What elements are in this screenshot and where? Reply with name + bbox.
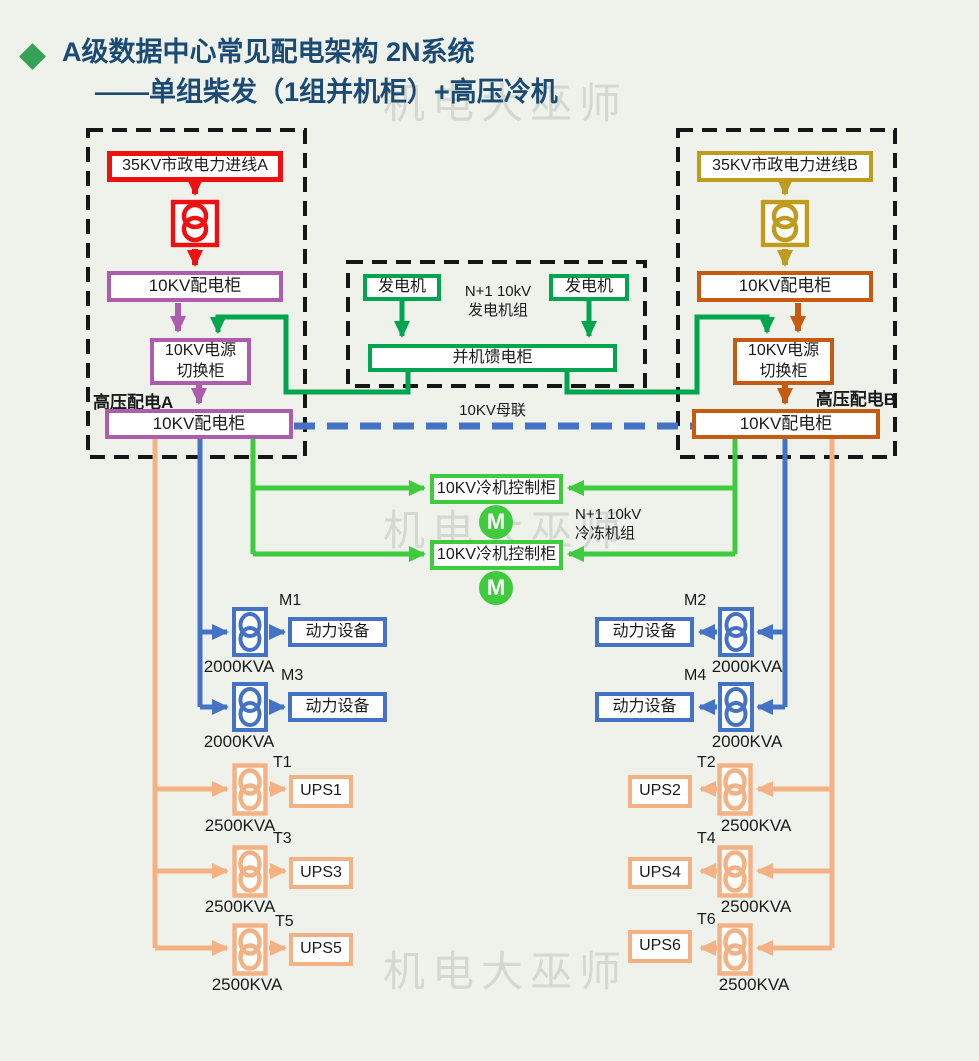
tx-label-t2: T2: [697, 754, 716, 771]
load-box-ups5: UPS5: [289, 933, 353, 966]
chiller-note-line2: 冷冻机组: [575, 525, 636, 542]
chiller-cabinet-bottom: 10KV冷机控制柜: [430, 540, 563, 570]
switchgear-box-b: 10KV配电柜: [697, 271, 873, 302]
load-box-ups6: UPS6: [628, 930, 692, 963]
title-line1: A级数据中心常见配电架构 2N系统: [62, 37, 475, 67]
bus-cabinet-b: 10KV配电柜: [692, 409, 880, 439]
motor-icon-top: M: [479, 505, 513, 539]
transfer-b-line1: 10KV电源: [747, 341, 820, 359]
group-frame-hv-a: [86, 128, 307, 459]
watermark-bottom: 机电大巫师: [383, 948, 629, 995]
kva-label-t6: 2500KVA: [718, 975, 790, 994]
bus-tie-label: 10KV母联: [459, 402, 526, 419]
group-frame-genset: [346, 260, 647, 388]
kva-label-t3: 2500KVA: [204, 897, 276, 916]
kva-label-m3: 2000KVA: [203, 732, 275, 751]
load-box-ups4: UPS4: [628, 857, 692, 889]
load-box-m2: 动力设备: [595, 617, 694, 647]
feeder-a-arrows: [170, 179, 207, 405]
kva-label-t1: 2500KVA: [204, 816, 276, 835]
chiller-wiring: [250, 439, 738, 562]
load-box-ups2: UPS2: [628, 775, 692, 808]
page-title: A级数据中心常见配电架构 2N系统 ——单组柴发（1组并机柜）+高压冷机: [62, 32, 558, 112]
generator-box-right: 发电机: [549, 274, 629, 301]
tx-label-m1: M1: [279, 592, 302, 609]
transformer-icon-t2: [717, 763, 753, 816]
transformer-icon-a: [170, 199, 220, 248]
genset-note: N+1 10kV 发电机组: [448, 282, 548, 320]
paralleling-cabinet: 并机馈电柜: [368, 344, 617, 372]
load-box-m4: 动力设备: [595, 692, 694, 722]
genset-note-line1: N+1 10kV: [464, 283, 532, 300]
ups-wiring: [152, 439, 835, 956]
tx-label-t3: T3: [273, 830, 292, 847]
tx-label-t5: T5: [275, 913, 294, 930]
transfer-cabinet-a: 10KV电源 切换柜: [150, 338, 251, 385]
chiller-note: N+1 10kV 冷冻机组: [575, 505, 685, 543]
genset-wiring: [210, 301, 775, 395]
load-box-ups3: UPS3: [289, 857, 353, 889]
tx-label-t4: T4: [697, 830, 716, 847]
switchgear-box-a: 10KV配电柜: [107, 271, 283, 302]
transfer-b-line2: 切换柜: [759, 362, 808, 380]
genset-note-line2: 发电机组: [467, 302, 528, 319]
kva-label-t2: 2500KVA: [720, 816, 792, 835]
bus-cabinet-a: 10KV配电柜: [105, 409, 293, 439]
chiller-cabinet-top: 10KV冷机控制柜: [430, 474, 563, 504]
kva-label-m2: 2000KVA: [711, 657, 783, 676]
tx-label-m4: M4: [684, 667, 707, 684]
kva-label-t5: 2500KVA: [211, 975, 283, 994]
load-box-m1: 动力设备: [288, 617, 387, 647]
watermark-top: 机电大巫师: [383, 80, 629, 127]
generator-box-left: 发电机: [363, 274, 441, 301]
tx-label-m2: M2: [684, 592, 707, 609]
transformer-icon-m2: [718, 607, 754, 657]
tx-label-t6: T6: [697, 911, 716, 928]
transformer-icon-m1: [232, 607, 268, 657]
incoming-box-a: 35KV市政电力进线A: [107, 151, 283, 182]
group-label-hv-b: 高压配电B: [815, 390, 896, 409]
transformer-icon-t5: [232, 923, 268, 976]
group-label-hv-a: 高压配电A: [93, 393, 174, 412]
transformer-icon-t6: [717, 923, 753, 976]
transformer-icon-b: [760, 199, 810, 248]
kva-label-m1: 2000KVA: [203, 657, 275, 676]
transfer-a-line2: 切换柜: [176, 362, 225, 380]
transformer-icon-m3: [232, 682, 268, 732]
transfer-cabinet-b: 10KV电源 切换柜: [733, 338, 834, 385]
transformer-icon-t3: [232, 845, 268, 898]
motor-icon-bottom: M: [479, 571, 513, 605]
kva-label-m4: 2000KVA: [711, 732, 783, 751]
incoming-box-b: 35KV市政电力进线B: [697, 151, 873, 182]
transfer-a-line1: 10KV电源: [164, 341, 237, 359]
chiller-note-line1: N+1 10kV: [575, 506, 642, 523]
load-box-m3: 动力设备: [288, 692, 387, 722]
load-box-ups1: UPS1: [289, 775, 353, 808]
feeder-b-arrows: [777, 179, 806, 405]
transformer-icon-m4: [718, 682, 754, 732]
tx-label-m3: M3: [281, 667, 304, 684]
transformer-icon-t4: [717, 845, 753, 898]
kva-label-t4: 2500KVA: [720, 897, 792, 916]
transformer-icon-t1: [232, 763, 268, 816]
tx-label-t1: T1: [273, 754, 292, 771]
title-line2: ——单组柴发（1组并机柜）+高压冷机: [95, 77, 558, 107]
mech-wiring: [197, 439, 788, 715]
